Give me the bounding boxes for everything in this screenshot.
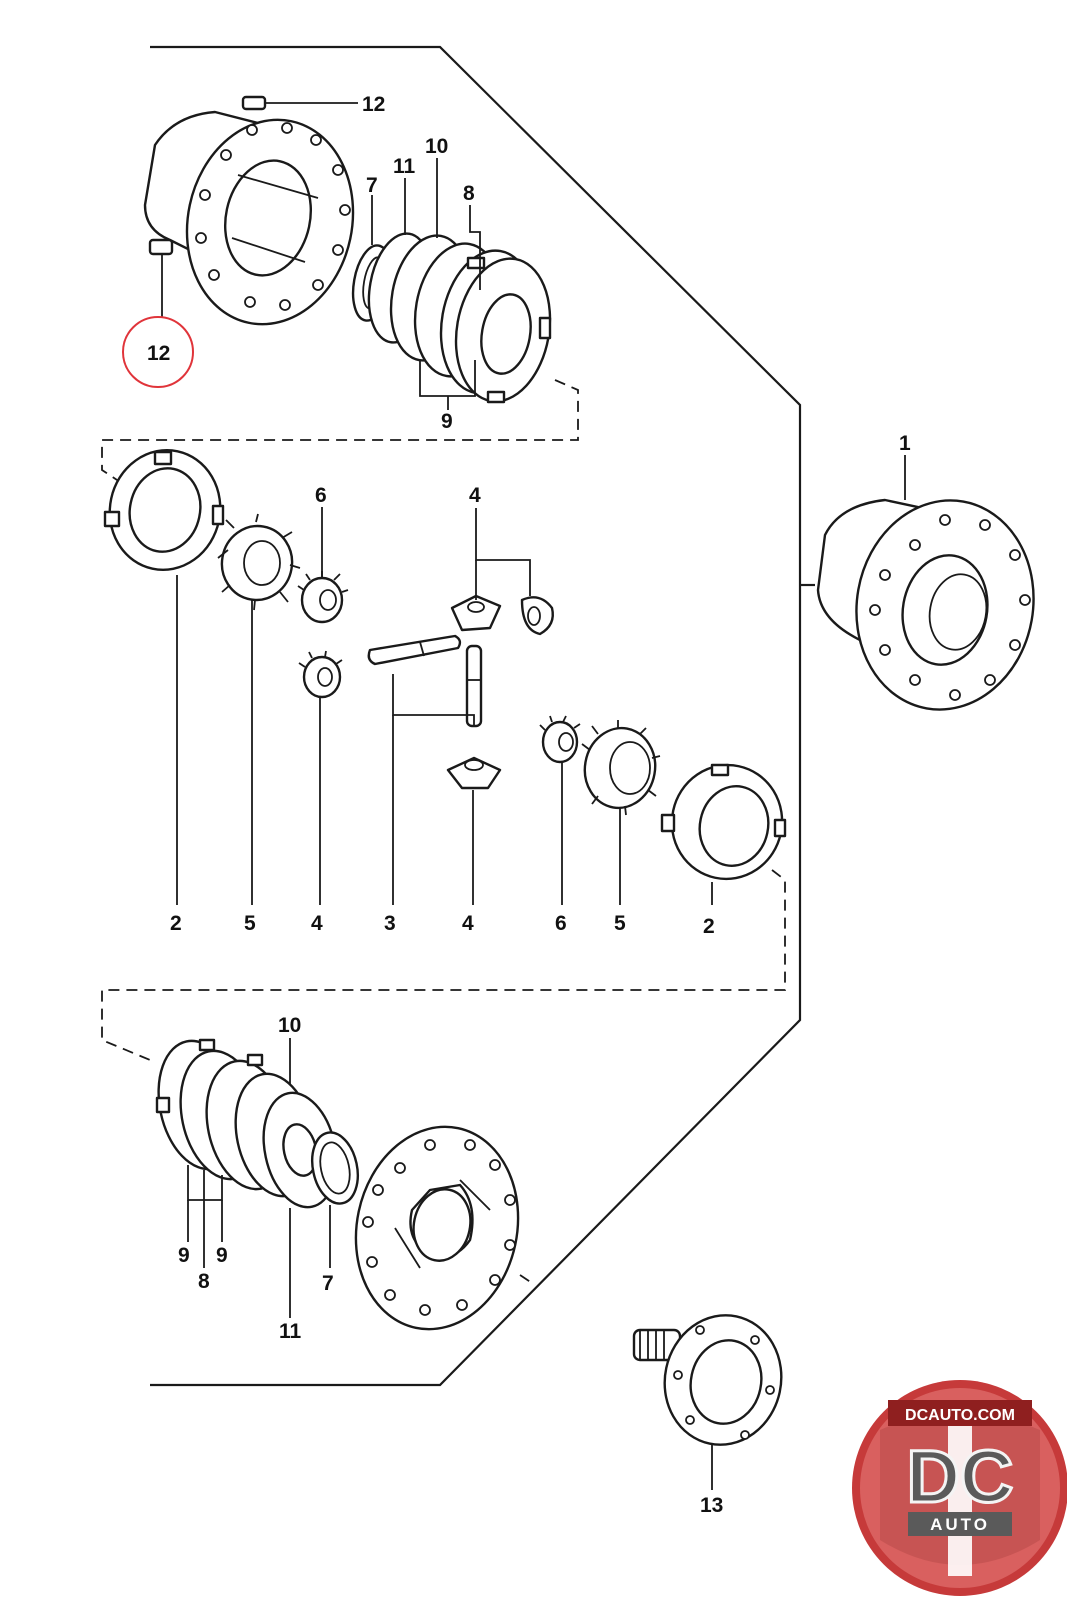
callout-11-top: 11 xyxy=(393,155,416,178)
dcauto-logo: DCAUTO.COM DC AUTO xyxy=(852,1380,1067,1596)
clutch-pack-bottom xyxy=(155,1038,359,1209)
logo-dc-mark: DC xyxy=(907,1435,1014,1518)
clutch-pack-top xyxy=(351,232,552,404)
callout-12-top: 12 xyxy=(362,93,385,116)
callout-13: 13 xyxy=(700,1494,723,1517)
callout-6-top: 6 xyxy=(315,484,327,507)
housing-cover-bottom xyxy=(354,1125,520,1331)
callout-6-right: 6 xyxy=(555,912,567,935)
callout-5-left: 5 xyxy=(244,912,256,935)
housing-cover-top xyxy=(143,110,355,326)
pinion-gears-cluster xyxy=(446,508,554,905)
callout-8-top: 8 xyxy=(463,182,475,205)
callout-7-top: 7 xyxy=(366,174,378,197)
side-gear-right xyxy=(581,720,661,905)
logo-site-text: DCAUTO.COM xyxy=(905,1407,1015,1424)
bolt-12-lower xyxy=(148,238,174,318)
callout-numbers: 12 12 7 11 10 8 9 1 6 4 2 5 4 3 4 6 5 2 … xyxy=(147,93,911,1517)
callout-4-mid: 4 xyxy=(462,912,474,935)
side-gear-left xyxy=(217,513,301,905)
callout-4-left: 4 xyxy=(311,912,323,935)
callout-3: 3 xyxy=(384,912,396,935)
callout-9-bottom-b: 9 xyxy=(216,1244,228,1267)
callout-1: 1 xyxy=(899,432,911,455)
logo-auto-word: AUTO xyxy=(930,1515,990,1534)
bracket-frame xyxy=(150,45,815,1387)
callout-2-left: 2 xyxy=(170,912,182,935)
callout-5-right: 5 xyxy=(614,912,626,935)
callout-2-right: 2 xyxy=(703,915,715,938)
callout-10-bottom: 10 xyxy=(278,1014,301,1037)
callout-4-top: 4 xyxy=(469,484,481,507)
callout-9-top: 9 xyxy=(441,410,453,433)
diff-bolt-holes xyxy=(869,514,1031,701)
leaders-top-pack xyxy=(371,158,481,410)
dashed-group-lines xyxy=(101,379,786,1286)
callout-11-bottom: 11 xyxy=(279,1320,302,1343)
callout-8-bottom: 8 xyxy=(198,1270,210,1293)
callout-9-bottom-a: 9 xyxy=(178,1244,190,1267)
callout-7-bottom: 7 xyxy=(322,1272,334,1295)
small-gear-6-top xyxy=(297,507,349,624)
flange-bolt-holes xyxy=(195,122,351,311)
leaders-bottom-pack xyxy=(187,1038,331,1318)
small-gear-6-right xyxy=(539,715,581,905)
drive-flange xyxy=(632,1314,783,1490)
callout-10-top: 10 xyxy=(425,135,448,158)
cross-shafts xyxy=(367,634,483,905)
highlight-circle xyxy=(122,316,194,388)
pressure-ring-left xyxy=(103,449,225,905)
pressure-ring-right xyxy=(660,763,787,905)
callout-12-circled: 12 xyxy=(147,342,170,365)
bottom-flange-holes xyxy=(362,1139,516,1316)
bolt-12-upper xyxy=(241,95,358,111)
differential-assembly xyxy=(816,455,1035,711)
pinion-gear-4-left xyxy=(298,650,343,905)
